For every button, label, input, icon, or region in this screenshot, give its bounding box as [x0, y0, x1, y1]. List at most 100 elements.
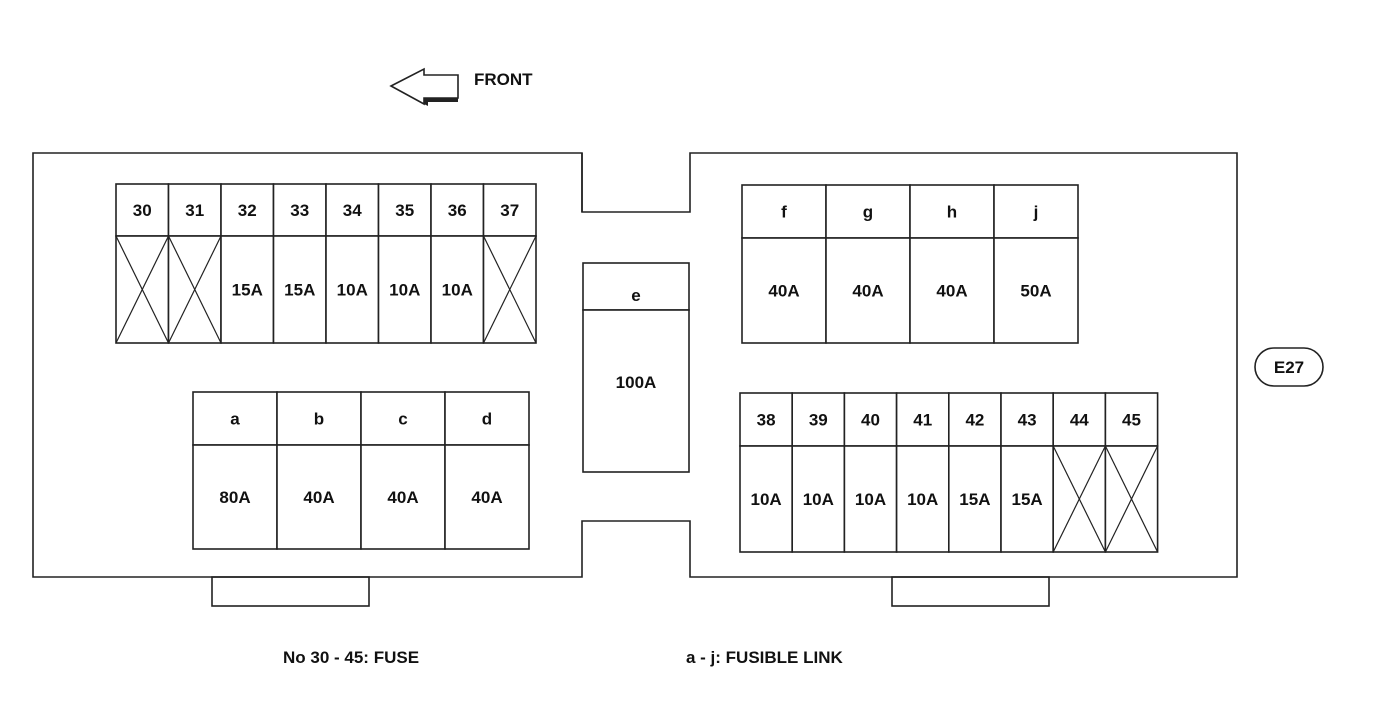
link-body	[993, 237, 1079, 344]
link-body	[276, 444, 362, 550]
link-rating: 40A	[852, 282, 883, 301]
fuse-header	[947, 392, 1002, 447]
link-d[interactable]: d 40A	[444, 391, 530, 550]
link-f[interactable]: f 40A	[741, 184, 827, 344]
fuse-body	[220, 235, 275, 344]
link-rating: 40A	[387, 488, 418, 507]
link-e[interactable]: e 100A	[582, 262, 690, 473]
link-a[interactable]: a 80A	[192, 391, 278, 550]
link-e-header	[582, 262, 690, 311]
mounting-tab-right	[891, 576, 1050, 607]
fuse-33[interactable]: 33 15A	[272, 183, 327, 344]
fuse-header	[1104, 392, 1159, 447]
fuse-body	[1000, 445, 1055, 553]
fuse-label: 37	[500, 201, 519, 220]
fuse-body	[739, 445, 794, 553]
empty-slot-cross	[1052, 445, 1106, 553]
fuse-40[interactable]: 40 10A	[843, 392, 898, 553]
connector-label: E27	[1274, 358, 1304, 377]
fuse-body	[430, 235, 485, 344]
link-body	[909, 237, 995, 344]
fuse-label: 30	[133, 201, 152, 220]
link-body	[825, 237, 911, 344]
link-label: b	[314, 410, 324, 429]
fuse-label: 33	[290, 201, 309, 220]
fuse-body	[325, 235, 380, 344]
mounting-tab-left	[211, 576, 370, 607]
fuse-header	[895, 392, 950, 447]
fuse-31[interactable]: 31	[167, 183, 222, 344]
fuse-label: 44	[1070, 411, 1089, 430]
fuse-44[interactable]: 44	[1052, 392, 1107, 553]
fuse-label: 31	[185, 201, 204, 220]
connector-tag: E27	[1254, 347, 1324, 387]
link-j[interactable]: j 50A	[993, 184, 1079, 344]
fuse-label: 40	[861, 411, 880, 430]
fuse-header	[1000, 392, 1055, 447]
link-label: d	[482, 410, 492, 429]
fuse-label: 32	[238, 201, 257, 220]
link-body	[444, 444, 530, 550]
fuse-rating: 10A	[803, 490, 834, 509]
fuse-rating: 10A	[855, 490, 886, 509]
left-arrow-shadow	[396, 90, 458, 106]
fuse-rating: 15A	[1012, 490, 1043, 509]
fuse-41[interactable]: 41 10A	[895, 392, 950, 553]
link-rating: 50A	[1020, 282, 1051, 301]
empty-slot-cross	[1104, 445, 1159, 553]
link-e-body	[582, 309, 690, 473]
fuse-36[interactable]: 36 10A	[430, 183, 485, 344]
fuse-header	[272, 183, 327, 237]
fuse-rating: 10A	[337, 281, 368, 300]
link-c[interactable]: c 40A	[360, 391, 446, 550]
fuse-label: 34	[343, 201, 362, 220]
link-label: c	[398, 410, 407, 429]
link-header	[444, 391, 530, 446]
link-rating: 40A	[768, 282, 799, 301]
link-body	[741, 237, 827, 344]
link-rating: 40A	[303, 488, 334, 507]
link-label: j	[1033, 203, 1039, 222]
empty-slot-cross	[482, 235, 537, 344]
link-label: f	[781, 203, 787, 222]
front-label: FRONT	[474, 70, 533, 89]
link-label: g	[863, 203, 873, 222]
fuse-42[interactable]: 42 15A	[947, 392, 1002, 553]
fuse-header	[115, 183, 170, 237]
fuse-45[interactable]: 45	[1104, 392, 1159, 553]
fuse-rating: 15A	[959, 490, 990, 509]
fuse-label: 42	[965, 411, 984, 430]
link-b[interactable]: b 40A	[276, 391, 362, 550]
fuse-43[interactable]: 43 15A	[1000, 392, 1055, 553]
empty-slot-cross	[115, 235, 170, 344]
fuse-30[interactable]: 30	[115, 183, 170, 344]
link-g[interactable]: g 40A	[825, 184, 911, 344]
fuse-label: 43	[1018, 411, 1037, 430]
fuse-label: 41	[913, 411, 932, 430]
link-rating: 40A	[471, 488, 502, 507]
link-rating: 80A	[219, 488, 250, 507]
link-label: a	[230, 410, 240, 429]
fuse-34[interactable]: 34 10A	[325, 183, 380, 344]
fuse-rating: 10A	[442, 281, 473, 300]
fuse-label: 36	[448, 201, 467, 220]
connector-tag-outline	[1254, 347, 1324, 387]
link-label: h	[947, 203, 957, 222]
link-header	[276, 391, 362, 446]
fuse-header	[1052, 392, 1107, 447]
fuse-label: 35	[395, 201, 414, 220]
fuse-37[interactable]: 37	[482, 183, 537, 344]
link-body	[360, 444, 446, 550]
fuse-rating: 15A	[284, 281, 315, 300]
fuse-rating: 10A	[907, 490, 938, 509]
front-indicator: FRONT	[389, 67, 533, 106]
fuse-body	[791, 445, 846, 553]
